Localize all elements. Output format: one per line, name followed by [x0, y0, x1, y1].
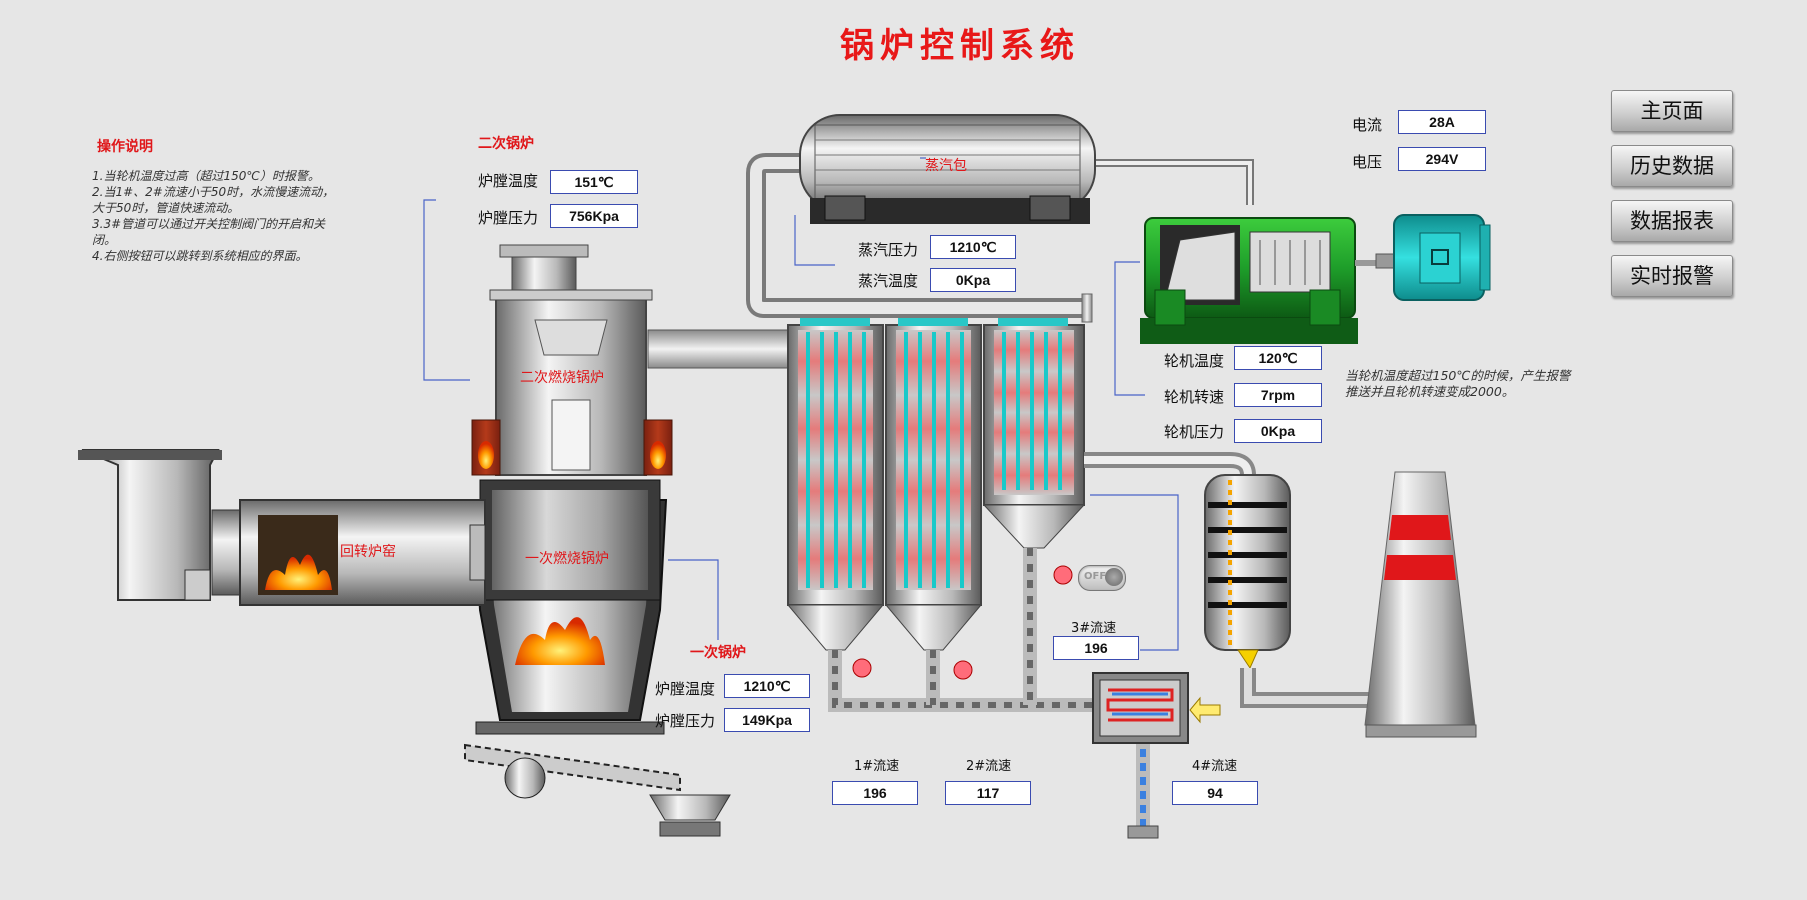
instructions-text: 1.当轮机温度过高（超过150℃）时报警。 2.当1#、2#流速小于50时，水流… — [92, 168, 362, 264]
primary-boiler-title: 一次锅炉 — [690, 645, 746, 661]
flow-4-value: 94 — [1172, 781, 1258, 805]
steam-pipe — [746, 153, 1254, 323]
secondary-boiler-title: 二次锅炉 — [478, 136, 534, 152]
instruction-line: 闭。 — [92, 233, 117, 247]
primary-temp-value: 1210℃ — [724, 674, 810, 698]
turbine-speed-value: 7rpm — [1234, 383, 1322, 407]
page-title: 锅炉控制系统 — [840, 26, 1080, 66]
current-label: 电流 — [1352, 116, 1383, 134]
secondary-temp-label: 炉膛温度 — [478, 172, 539, 190]
current-value: 28A — [1398, 110, 1486, 134]
voltage-value: 294V — [1398, 147, 1486, 171]
turbine-temp-label: 轮机温度 — [1164, 352, 1225, 370]
instruction-line: 3.3#管道可以通过开关控制阀门的开启和关 — [92, 217, 326, 231]
turbine-alarm-note: 当轮机温度超过150℃的时候，产生报警推送并且轮机转速变成2000。 — [1345, 368, 1571, 399]
secondary-temp-value: 151℃ — [550, 170, 638, 194]
primary-pressure-value: 149Kpa — [724, 708, 810, 732]
turbine-pressure-label: 轮机压力 — [1164, 423, 1225, 441]
toggle-knob — [1105, 568, 1123, 586]
turbine-temp-value: 120℃ — [1234, 346, 1322, 370]
heat-exchanger-1 — [786, 318, 885, 651]
steam-pressure-value: 1210℃ — [930, 235, 1016, 259]
home-button[interactable]: 主页面 — [1611, 90, 1733, 132]
instruction-line: 4.右侧按钮可以跳转到系统相应的界面。 — [92, 249, 308, 263]
flow-3-value: 196 — [1053, 636, 1139, 660]
voltage-label: 电压 — [1352, 153, 1383, 171]
water-pipe-network — [828, 548, 1159, 839]
steam-drum-label: 蒸汽包 — [925, 158, 967, 174]
secondary-boiler-vessel-label: 二次燃烧锅炉 — [520, 370, 604, 386]
instruction-line: 2.当1#、2#流速小于50时，水流慢速流动， — [92, 185, 335, 199]
steam-temp-value: 0Kpa — [930, 268, 1016, 292]
valve-3-toggle[interactable]: OFF — [1078, 565, 1126, 591]
secondary-combustion-boiler — [471, 244, 673, 476]
scrubber-tower — [1204, 474, 1291, 670]
secondary-pressure-label: 炉膛压力 — [478, 209, 539, 227]
flow-3-label: 3#流速 — [1071, 621, 1117, 636]
flow-2-value: 117 — [945, 781, 1031, 805]
flow-1-value: 196 — [832, 781, 918, 805]
heat-exchanger-2 — [884, 318, 983, 651]
annotation-connectors — [423, 157, 1179, 651]
condenser — [1092, 672, 1221, 744]
turbine-speed-label: 轮机转速 — [1164, 388, 1225, 406]
realtime-alarm-button[interactable]: 实时报警 — [1611, 255, 1733, 297]
history-data-button[interactable]: 历史数据 — [1611, 145, 1733, 187]
rotary-kiln-label: 回转炉窑 — [340, 544, 396, 560]
rotary-kiln — [78, 449, 486, 606]
flow-4-label: 4#流速 — [1192, 759, 1238, 774]
instruction-line: 1.当轮机温度过高（超过150℃）时报警。 — [92, 169, 320, 183]
steam-drum — [799, 114, 1096, 224]
turbine-machine — [1140, 217, 1400, 344]
heat-exchanger-3 — [982, 318, 1086, 549]
flow-2-label: 2#流速 — [966, 759, 1012, 774]
toggle-state-label: OFF — [1084, 571, 1107, 582]
primary-boiler-vessel-label: 一次燃烧锅炉 — [525, 551, 609, 567]
steam-temp-label: 蒸汽温度 — [858, 272, 919, 290]
instructions-title: 操作说明 — [97, 139, 153, 155]
data-report-button[interactable]: 数据报表 — [1611, 200, 1733, 242]
flue-duct — [647, 329, 789, 369]
primary-combustion-boiler — [472, 479, 668, 735]
instruction-line: 大于50时，管道快速流动。 — [92, 201, 240, 215]
ash-conveyor — [464, 743, 731, 837]
turbine-pressure-value: 0Kpa — [1234, 419, 1322, 443]
steam-pressure-label: 蒸汽压力 — [858, 241, 919, 259]
chimney-stack — [1364, 471, 1477, 738]
generator — [1375, 214, 1491, 301]
secondary-pressure-value: 756Kpa — [550, 204, 638, 228]
primary-pressure-label: 炉膛压力 — [655, 712, 716, 730]
flow-1-label: 1#流速 — [854, 759, 900, 774]
primary-temp-label: 炉膛温度 — [655, 680, 716, 698]
